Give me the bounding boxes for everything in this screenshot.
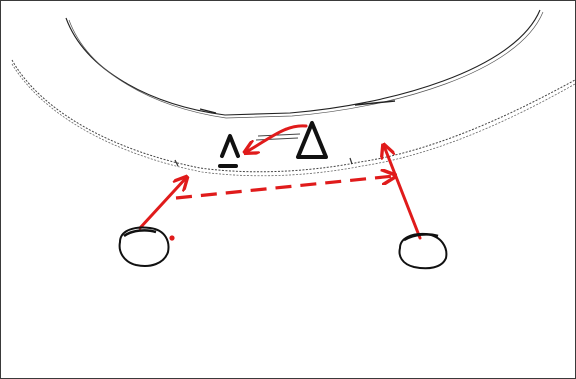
three-point-line xyxy=(11,59,576,177)
baseline-arc xyxy=(65,9,544,119)
cut-arrow-right xyxy=(384,146,422,240)
move-arrow-triangle-to-caret xyxy=(246,124,308,152)
lane-marks xyxy=(255,133,301,141)
pass-arrow-dashed xyxy=(175,176,394,200)
ball-dot xyxy=(169,235,175,241)
defender-triangle xyxy=(296,121,328,159)
player-circle-left xyxy=(118,226,175,267)
player-circle-right xyxy=(398,232,448,270)
cut-arrow-left xyxy=(138,178,186,230)
offense-caret xyxy=(218,134,240,168)
